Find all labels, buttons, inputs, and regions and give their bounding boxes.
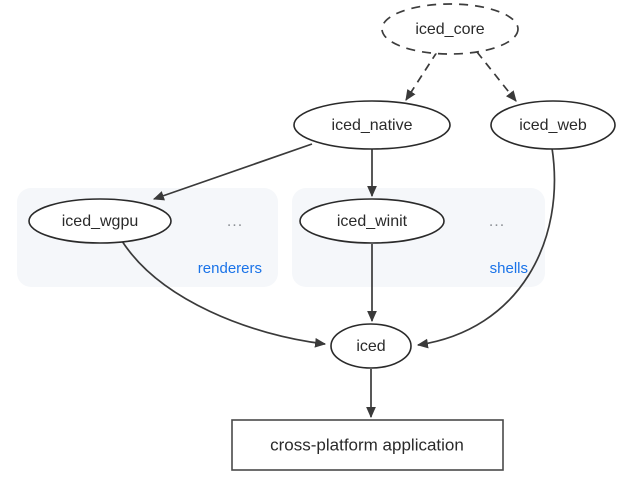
edge-core-to-native: [405, 51, 438, 101]
node-iced-winit[interactable]: iced_winit: [299, 198, 445, 244]
iced-core-ellipse[interactable]: [381, 3, 519, 55]
node-cross-platform-application[interactable]: cross-platform application: [231, 419, 504, 471]
edge-web-to-iced: [416, 147, 556, 349]
iced-label: iced: [356, 338, 385, 355]
iced-native-ellipse[interactable]: [293, 100, 451, 150]
edge-wgpu-to-iced: [121, 240, 327, 348]
iced-wgpu-ellipse[interactable]: [28, 198, 172, 244]
iced-core-label: iced_core: [415, 21, 484, 38]
iced-wgpu-label: iced_wgpu: [62, 213, 139, 230]
shells-group-label: shells: [490, 260, 528, 277]
application-box[interactable]: [231, 419, 504, 471]
renderers-group-label: renderers: [198, 260, 262, 277]
iced-native-label: iced_native: [332, 117, 413, 134]
node-iced-wgpu[interactable]: iced_wgpu: [28, 198, 172, 244]
node-iced[interactable]: iced: [330, 323, 412, 369]
iced-web-ellipse[interactable]: [490, 100, 616, 150]
edge-native-to-wgpu: [152, 143, 313, 201]
iced-winit-label: iced_winit: [337, 213, 408, 230]
iced-web-label: iced_web: [519, 117, 587, 134]
node-iced-native[interactable]: iced_native: [293, 100, 451, 150]
iced-ellipse[interactable]: [330, 323, 412, 369]
application-label: cross-platform application: [270, 435, 464, 454]
renderers-ellipsis: ...: [227, 213, 243, 230]
node-iced-web[interactable]: iced_web: [490, 100, 616, 150]
iced-winit-ellipse[interactable]: [299, 198, 445, 244]
edge-core-to-web: [476, 51, 517, 102]
shells-ellipsis: ...: [489, 213, 505, 230]
node-iced-core[interactable]: iced_core: [381, 3, 519, 55]
